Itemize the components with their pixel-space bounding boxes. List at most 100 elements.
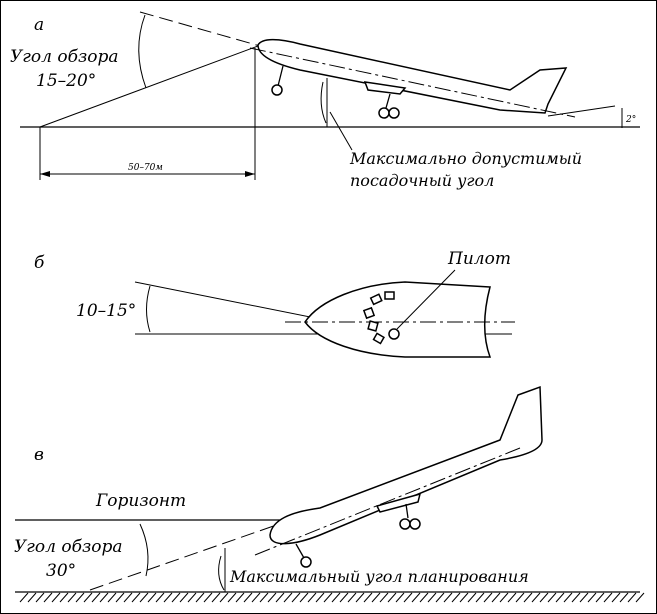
hatch-stroke [355, 592, 365, 603]
hatch-stroke [67, 592, 77, 603]
nose-gear-strut [277, 65, 284, 87]
wing-c [375, 492, 422, 513]
hatch-stroke [291, 592, 301, 603]
hatch-stroke [91, 592, 101, 603]
horizon-label: Горизонт [95, 491, 186, 511]
hatch-stroke [339, 592, 349, 603]
hatch-stroke [635, 592, 645, 603]
hatch-stroke [227, 592, 237, 603]
tail-clearance-label: 2° [625, 115, 636, 125]
main-wheel-c1 [399, 518, 411, 530]
hatch-stroke [347, 592, 357, 603]
main-wheel-2 [388, 107, 400, 119]
fuselage-axis [249, 47, 576, 118]
panel-b: б Пилот 10–15° [34, 249, 515, 358]
hatch-stroke [307, 592, 317, 603]
hatch-stroke [107, 592, 117, 603]
main-gear-strut [385, 93, 391, 109]
panel-c-letter: в [34, 445, 44, 465]
hatch-stroke [427, 592, 437, 603]
hatch-stroke [267, 592, 277, 603]
hatch-stroke [187, 592, 197, 603]
hatch-stroke [243, 592, 253, 603]
pilot-leader [396, 269, 456, 330]
hatch-stroke [395, 592, 405, 603]
hatch-stroke [531, 592, 541, 603]
cockpit-outline [304, 281, 492, 358]
hatch-stroke [515, 592, 525, 603]
fuselage-axis-c [254, 447, 521, 556]
hatch-stroke [315, 592, 325, 603]
hatch-stroke [43, 592, 53, 603]
dim-arrow-left [40, 171, 50, 177]
hatch-stroke [83, 592, 93, 603]
nose-wheel-c [300, 556, 312, 568]
hatch-stroke [507, 592, 517, 603]
view-angle-label-a1: Угол обзора [10, 47, 118, 67]
hatch-stroke [571, 592, 581, 603]
hatch-stroke [491, 592, 501, 603]
max-glide-label: Максимальный угол планирования [229, 567, 529, 586]
hatch-stroke [523, 592, 533, 603]
hatch-stroke [331, 592, 341, 603]
nose-gear-strut-c [295, 543, 305, 559]
hatch-stroke [387, 592, 397, 603]
hatch-stroke [467, 592, 477, 603]
hatch-stroke [59, 592, 69, 603]
view-angle-arc [138, 14, 147, 89]
window-4 [367, 320, 379, 332]
tail-clearance-line [547, 105, 616, 117]
max-landing-label-2: посадочный угол [350, 171, 494, 190]
hatch-stroke [283, 592, 293, 603]
hatch-stroke [171, 592, 181, 603]
hatch-stroke [619, 592, 629, 603]
hatch-stroke [539, 592, 549, 603]
hatch-stroke [371, 592, 381, 603]
angle-arc-b [146, 285, 151, 333]
landing-angle-leader [329, 111, 353, 151]
view-angle-label-c1: Угол обзора [14, 537, 122, 557]
window-3 [362, 306, 376, 320]
angle-label-b: 10–15° [76, 301, 136, 321]
hatch-stroke [19, 592, 29, 603]
main-gear-strut-c [405, 503, 409, 519]
hatch-stroke [603, 592, 613, 603]
nose-wheel [271, 84, 283, 96]
hatch-stroke [443, 592, 453, 603]
view-angle-arc-c [139, 523, 149, 577]
hatch-stroke [323, 592, 333, 603]
hatch-stroke [163, 592, 173, 603]
hatch-stroke [451, 592, 461, 603]
window-2 [384, 291, 395, 300]
hatch-stroke [139, 592, 149, 603]
aircraft-landing [249, 38, 623, 128]
hatch-stroke [299, 592, 309, 603]
view-angle-label-c2: 30° [46, 561, 76, 581]
hatch-stroke [563, 592, 573, 603]
landing-angle-arc [320, 81, 327, 124]
aircraft-gliding [254, 385, 543, 568]
hatch-stroke [627, 592, 637, 603]
pilot-head [388, 328, 400, 340]
window-1 [369, 293, 383, 306]
hatch-stroke [179, 592, 189, 603]
hatch-stroke [203, 592, 213, 603]
hatch-stroke [435, 592, 445, 603]
hatch-stroke [51, 592, 61, 603]
hatch-stroke [35, 592, 45, 603]
fuselage-c [269, 385, 543, 545]
hatch-stroke [555, 592, 565, 603]
hatch-stroke [235, 592, 245, 603]
hatch-stroke [459, 592, 469, 603]
hatch-stroke [27, 592, 37, 603]
hatch-stroke [195, 592, 205, 603]
hatch-stroke [611, 592, 621, 603]
fuselage [257, 38, 568, 114]
hatch-stroke [147, 592, 157, 603]
pilot-label: Пилот [447, 249, 511, 269]
glide-angle-arc [218, 555, 225, 591]
hatch-stroke [75, 592, 85, 603]
hatch-stroke [155, 592, 165, 603]
hatch-stroke [219, 592, 229, 603]
dim-arrow-right [245, 171, 255, 177]
